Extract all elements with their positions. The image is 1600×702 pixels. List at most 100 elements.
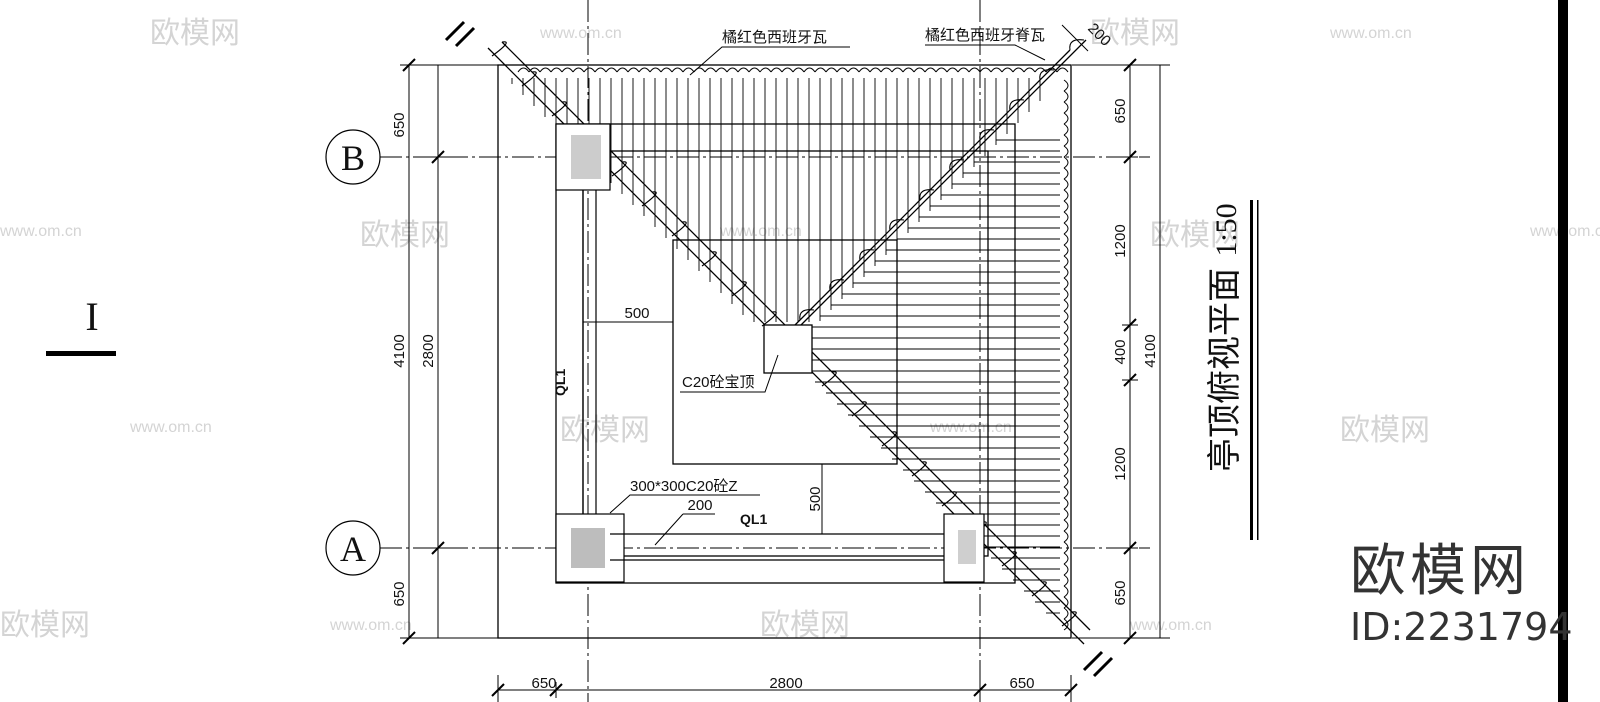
tile-scallop: [836, 67, 849, 73]
tile-scallop: [814, 67, 827, 73]
tile-scallop: [1063, 519, 1069, 532]
ridge-tile: [551, 101, 567, 117]
tile-scallop: [715, 67, 728, 73]
tile-scallop: [1063, 618, 1069, 631]
ridge-tile: [491, 41, 507, 57]
tile-scallop: [1063, 156, 1069, 169]
tile-scallop: [1063, 376, 1069, 389]
tile-scallop: [1063, 222, 1069, 235]
dim-right-1200a: 1200: [1112, 224, 1129, 257]
leader-lines: [609, 44, 1046, 546]
tile-scallop: [1063, 365, 1069, 378]
dim-right-400: 400: [1112, 339, 1129, 364]
brand-logo: 欧模网: [1350, 539, 1530, 604]
ridge-tile: [799, 309, 815, 321]
tile-scallop: [616, 67, 629, 73]
tile-scallop: [748, 67, 761, 73]
watermark-logo: 欧模网 欧模网 欧模网 欧模网 欧模网 欧模网 欧模网 欧模网: [0, 17, 1430, 642]
tile-scallop: [1063, 442, 1069, 455]
ridge-tile: [641, 191, 657, 207]
tile-scallop: [990, 67, 1003, 73]
ridge-tile: [731, 281, 747, 297]
tile-scallop: [1063, 552, 1069, 565]
watermark-url-text: www.om.cn: [719, 223, 802, 240]
column-fill: [571, 135, 601, 179]
tile-scallop: [858, 67, 871, 73]
watermark-logo-text: 欧模网: [760, 609, 850, 642]
tile-scallop: [847, 67, 860, 73]
tile-scallop: [880, 67, 893, 73]
tile-scallop: [1001, 67, 1014, 73]
ridge-tile: [911, 461, 927, 477]
tile-scallop: [1063, 145, 1069, 158]
dimension-lines: [400, 24, 1170, 702]
break-marks: [444, 20, 1114, 678]
column-fill: [958, 530, 976, 564]
watermark-url-text: www.om.cn: [0, 223, 82, 240]
dim-left-inner: 2800: [420, 334, 437, 367]
tile-scallop: [671, 67, 684, 73]
tile-scallop: [1063, 398, 1069, 411]
watermark-logo-text: 欧模网: [1150, 219, 1240, 252]
tile-scallop: [517, 67, 530, 73]
watermark-logo-text: 欧模网: [560, 414, 650, 447]
tile-hatch-top: [511, 78, 1041, 322]
tile-scallop: [1063, 607, 1069, 620]
tile-scallop: [1063, 563, 1069, 576]
title-underline-thin: [1257, 200, 1259, 540]
tile-scallop: [1056, 67, 1069, 73]
ridge-tile: [859, 249, 875, 261]
note-column: 300*300C20砼Z: [630, 478, 738, 495]
tile-edge-top: [517, 67, 1069, 73]
title-underline: [1250, 200, 1253, 540]
tile-scallop: [1063, 288, 1069, 301]
ridge-tile: [1031, 581, 1047, 597]
section-mark-label: I: [85, 294, 98, 339]
tile-scallop: [1063, 453, 1069, 466]
note-tile: 橘红色西班牙瓦: [722, 29, 827, 46]
watermark-url-text: www.om.cn: [539, 25, 622, 42]
ridge-tile: [1001, 551, 1017, 567]
tile-scallop: [1063, 134, 1069, 147]
tile-scallop: [704, 67, 717, 73]
watermark-logo-text: 欧模网: [150, 17, 240, 50]
tile-scallop: [913, 67, 926, 73]
tile-scallop: [1063, 475, 1069, 488]
ridge-tile: [521, 71, 537, 87]
dim-bottom-right: 650: [1009, 675, 1034, 692]
ridge-tile: [611, 161, 627, 177]
tile-scallop: [1063, 596, 1069, 609]
tile-scallop: [1063, 387, 1069, 400]
tile-scallop: [1063, 255, 1069, 268]
tile-scallop: [539, 67, 552, 73]
tile-scallop: [1063, 343, 1069, 356]
columns: [555, 123, 985, 583]
tile-scallop: [979, 67, 992, 73]
ridge-tile: [1061, 611, 1077, 627]
tile-scallop: [1063, 101, 1069, 114]
tile-scallop: [550, 67, 563, 73]
tile-scallop: [594, 67, 607, 73]
axis-bubble-a: A: [325, 520, 381, 576]
tile-scallop: [726, 67, 739, 73]
tile-scallop: [1063, 90, 1069, 103]
tile-scallop: [781, 67, 794, 73]
note-ridge-tile: 橘红色西班牙脊瓦: [925, 27, 1045, 44]
drawing-title: 亭顶俯视平面 1:50: [1206, 200, 1259, 540]
ridge-tile: [701, 251, 717, 267]
title-scale: 1:50: [1210, 203, 1243, 256]
ridge-tile: [761, 311, 777, 327]
tile-scallop: [1063, 79, 1069, 92]
note-finial: C20砼宝顶: [682, 374, 755, 391]
tile-scallop: [759, 67, 772, 73]
ridge-tile: [889, 219, 905, 231]
dim-left-outer: 4100: [391, 334, 408, 367]
tile-scallop: [682, 67, 695, 73]
dim-right-bottom: 650: [1112, 580, 1129, 605]
tile-scallop: [1063, 431, 1069, 444]
note-beam-vertical: QL1: [552, 369, 568, 396]
brand-watermark: 欧模网 ID:2231794: [1350, 540, 1600, 650]
dim-beam-offset-h: 500: [624, 305, 649, 322]
tile-scallop: [1012, 67, 1025, 73]
tile-scallop: [1063, 200, 1069, 213]
